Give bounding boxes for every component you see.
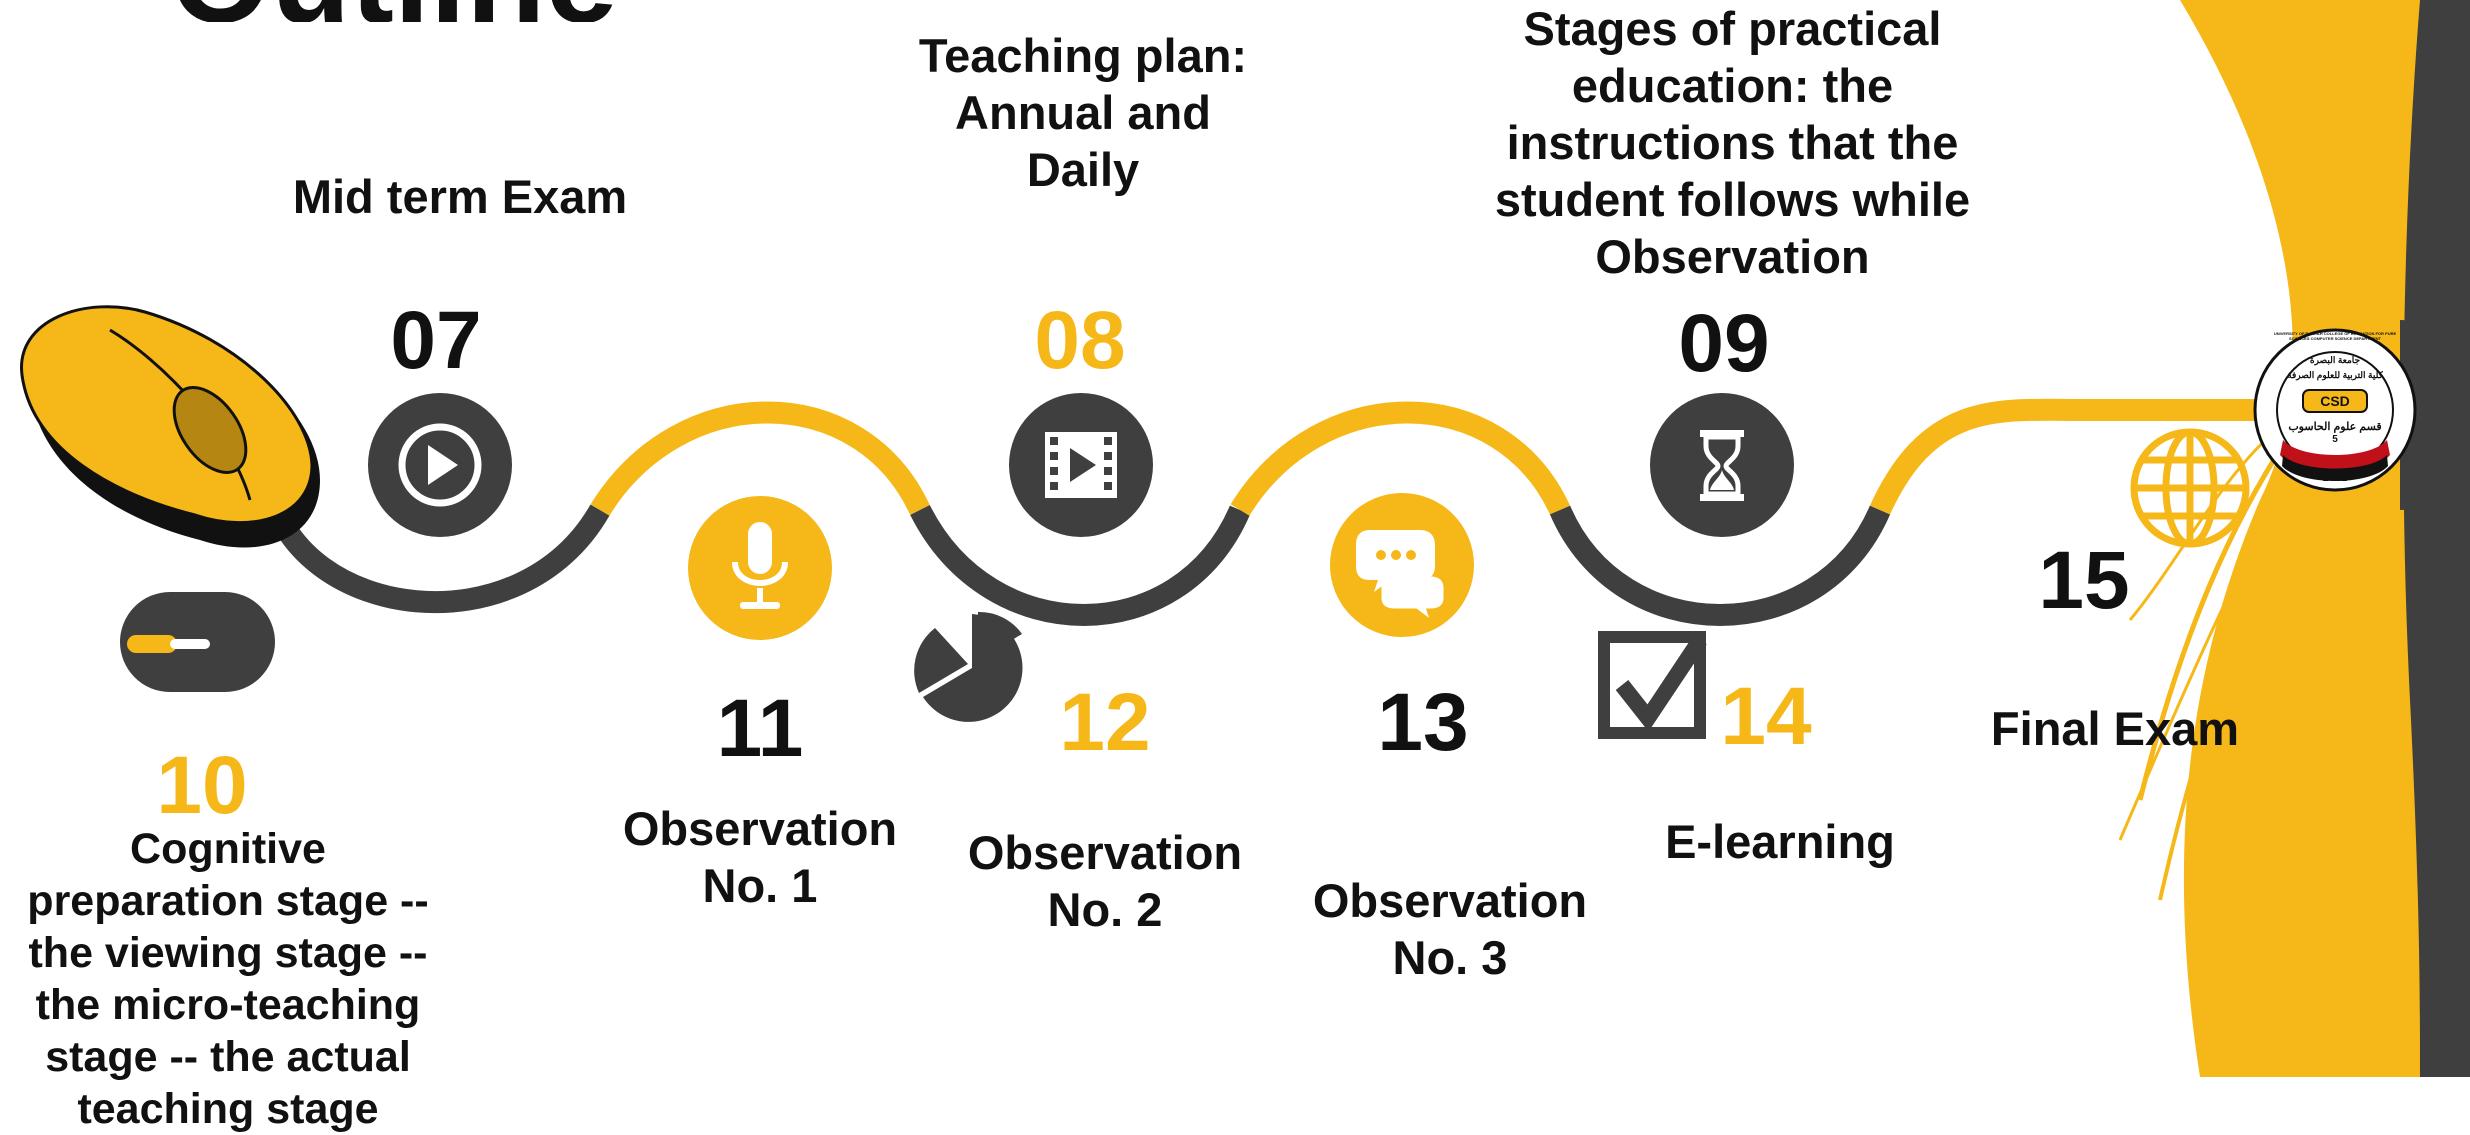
logo-digit: 5 xyxy=(2332,434,2338,445)
film-icon xyxy=(1009,393,1153,537)
step-11-label: Observation No. 1 xyxy=(622,802,898,912)
step-15-label: Final Exam xyxy=(1990,702,2240,755)
step-15-number: 15 xyxy=(2038,535,2130,626)
mouse-icon xyxy=(20,305,321,548)
step-13-label: Observation No. 3 xyxy=(1312,874,1588,984)
step-13-number: 13 xyxy=(1377,677,1469,768)
timeline-wave xyxy=(259,398,2270,626)
logo-bottom-text: قسم علوم الحاسوب xyxy=(2288,421,2382,433)
college-logo xyxy=(2253,328,2417,492)
timeline-canvas xyxy=(20,0,2470,1077)
step-12-label: Observation No. 2 xyxy=(967,826,1243,936)
step-14-number: 14 xyxy=(1720,671,1812,762)
step-11-number: 11 xyxy=(716,683,804,774)
logo-ring-text: UNIVERSITY OF BASRAH COLLEGE OF EDUCATIO… xyxy=(2273,331,2397,341)
step-09-number: 09 xyxy=(1678,298,1770,389)
logo-middle-text: كلية التربية للعلوم الصرفة xyxy=(2287,370,2383,380)
hourglass-icon xyxy=(1650,393,1794,537)
step-08-number: 08 xyxy=(1034,295,1126,386)
checkbox-icon xyxy=(1598,631,1707,739)
step-07-number: 07 xyxy=(390,295,482,386)
step-09-label: Stages of practical education: the instr… xyxy=(1494,2,1971,283)
step-14-label: E-learning xyxy=(1665,815,1895,868)
curtain-decoration xyxy=(2118,0,2470,1077)
logo-top-text: جامعة البصرة xyxy=(2309,355,2361,365)
small-mouse-icon xyxy=(120,592,275,692)
pie-chart-icon xyxy=(914,611,1023,722)
step-10-number: 10 xyxy=(156,740,248,831)
step-08-label: Teaching plan: Annual and Daily xyxy=(918,29,1248,196)
globe-icon xyxy=(2130,428,2250,548)
step-12-number: 12 xyxy=(1059,677,1151,768)
slide-title: Outline xyxy=(170,0,670,22)
microphone-icon xyxy=(688,496,832,640)
play-icon xyxy=(368,393,512,537)
chat-bubbles-icon xyxy=(1330,493,1474,637)
logo-year: 2002 xyxy=(2322,472,2348,484)
step-07-label: Mid term Exam xyxy=(292,170,628,223)
logo-emblem-text: CSD xyxy=(2320,393,2350,409)
step-10-label: Cognitive preparation stage -- the viewi… xyxy=(27,825,429,1133)
